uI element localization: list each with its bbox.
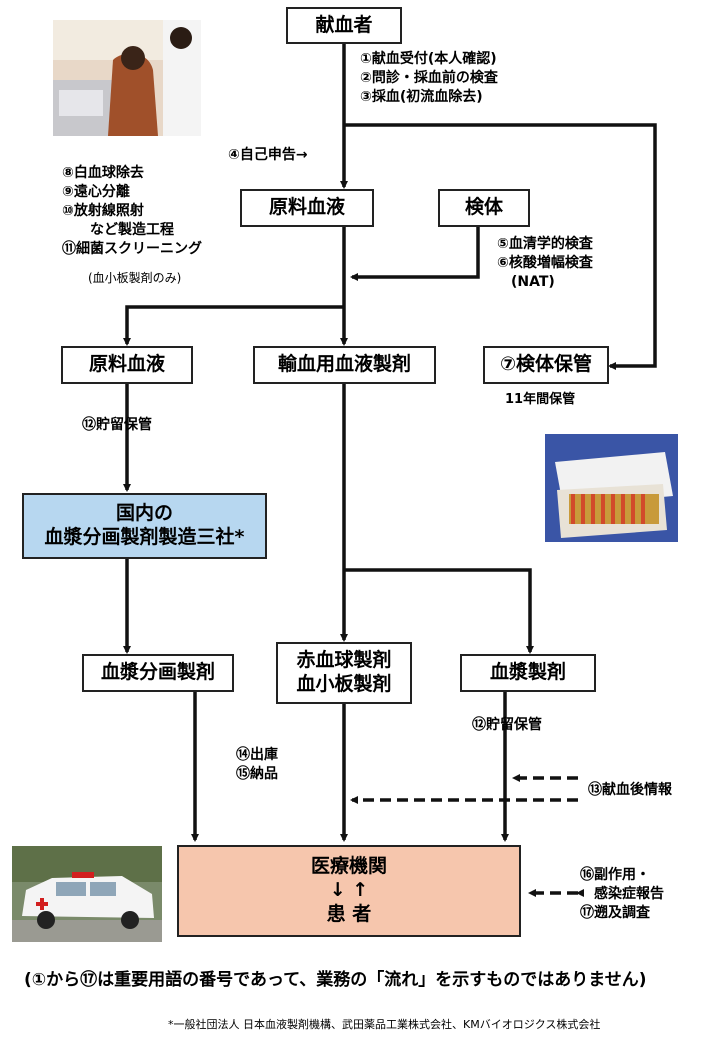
footnote: (①から⑰は重要用語の番号であって、業務の「流れ」を示すものではありません): [24, 970, 647, 990]
node-raw-blood-2: 原料血液: [61, 346, 193, 384]
label-steps-5-6: ⑤血清学的検査 ⑥核酸増幅検査 (NAT): [497, 235, 593, 292]
node-plasma-derivatives-label: 血漿分画製剤: [100, 661, 215, 684]
node-raw-blood-1-label: 原料血液: [268, 196, 345, 219]
label-step-14: ⑭出庫: [236, 747, 278, 763]
photo-blood-donation: [53, 20, 201, 136]
node-specimen-storage-label: ⑦検体保管: [499, 353, 593, 376]
label-steps-14-15: ⑭出庫 ⑮納品: [236, 746, 278, 784]
label-step-10: ⑩放射線照射: [62, 202, 144, 219]
label-manufacturing: など製造工程: [62, 221, 174, 238]
node-donor-label: 献血者: [315, 13, 373, 36]
label-step-5: ⑤血清学的検査: [497, 236, 593, 252]
label-step-15: ⑮納品: [236, 765, 278, 782]
node-specimen-label: 検体: [464, 196, 503, 219]
label-step-4: ④自己申告→: [228, 147, 308, 163]
node-rbc-platelet: 赤血球製剤 血小板製剤: [276, 642, 412, 704]
label-step-9: ⑨遠心分離: [62, 183, 130, 200]
node-fractionators: 国内の 血漿分画製剤製造三社*: [22, 493, 267, 559]
node-fractionators-line-2: 血漿分画製剤製造三社*: [44, 526, 245, 548]
node-rbc-label: 赤血球製剤: [296, 649, 392, 672]
label-steps-1-3: ①献血受付(本人確認) ②問診・採血前の検査 ③採血(初流血除去): [360, 50, 498, 107]
node-donor: 献血者: [286, 7, 402, 44]
node-plasma-products-label: 血漿製剤: [489, 661, 566, 684]
label-step-2: ②問診・採血前の検査: [360, 69, 498, 86]
node-hospital-line-1: 医療機関: [310, 855, 387, 878]
label-step-11: ⑪細菌スクリーニング: [62, 240, 202, 257]
credit-line: *一般社団法人 日本血液製剤機構、武田薬品工業株式会社、KMバイオロジクス株式会…: [168, 1018, 601, 1031]
node-transfusion-products-label: 輸血用血液製剤: [277, 353, 411, 376]
node-plasma-derivatives: 血漿分画製剤: [82, 654, 234, 692]
label-steps-8-11: ⑧白血球除去 ⑨遠心分離 ⑩放射線照射 など製造工程 ⑪細菌スクリーニング: [62, 164, 202, 258]
label-step-12-right: ⑫貯留保管: [472, 717, 542, 733]
node-raw-blood-1: 原料血液: [240, 189, 374, 227]
label-step-16: ⑯副作用・: [580, 867, 650, 883]
photo-specimen-box: [545, 434, 678, 542]
node-specimen: 検体: [438, 189, 530, 227]
label-infection-report: 感染症報告: [580, 885, 664, 902]
label-nat: (NAT): [497, 273, 555, 290]
node-transfusion-products: 輸血用血液製剤: [253, 346, 436, 384]
node-hospital-arrows: ↓ ↑: [329, 879, 369, 902]
node-specimen-storage: ⑦検体保管: [483, 346, 609, 384]
label-steps-16-17: ⑯副作用・ 感染症報告 ⑰遡及調査: [580, 866, 664, 923]
node-platelet-label: 血小板製剤: [296, 673, 392, 695]
label-storage-years: 11年間保管: [505, 392, 576, 407]
node-plasma-products: 血漿製剤: [460, 654, 596, 692]
label-step-17: ⑰遡及調査: [580, 904, 650, 921]
label-step-1: ①献血受付(本人確認): [360, 51, 497, 67]
node-hospital-line-3: 患 者: [326, 902, 372, 925]
label-step-6: ⑥核酸増幅検査: [497, 254, 593, 271]
label-step-13: ⑬献血後情報: [588, 782, 672, 798]
node-fractionators-line-1: 国内の: [115, 502, 173, 525]
label-step-3: ③採血(初流血除去): [360, 88, 483, 105]
label-platelet-only: (血小板製剤のみ): [88, 271, 182, 285]
label-step-12-left: ⑫貯留保管: [82, 417, 152, 433]
node-hospital: 医療機関 ↓ ↑ 患 者: [177, 845, 521, 937]
label-step-8: ⑧白血球除去: [62, 165, 144, 181]
node-raw-blood-2-label: 原料血液: [88, 353, 165, 376]
photo-ambulance: [12, 846, 162, 942]
